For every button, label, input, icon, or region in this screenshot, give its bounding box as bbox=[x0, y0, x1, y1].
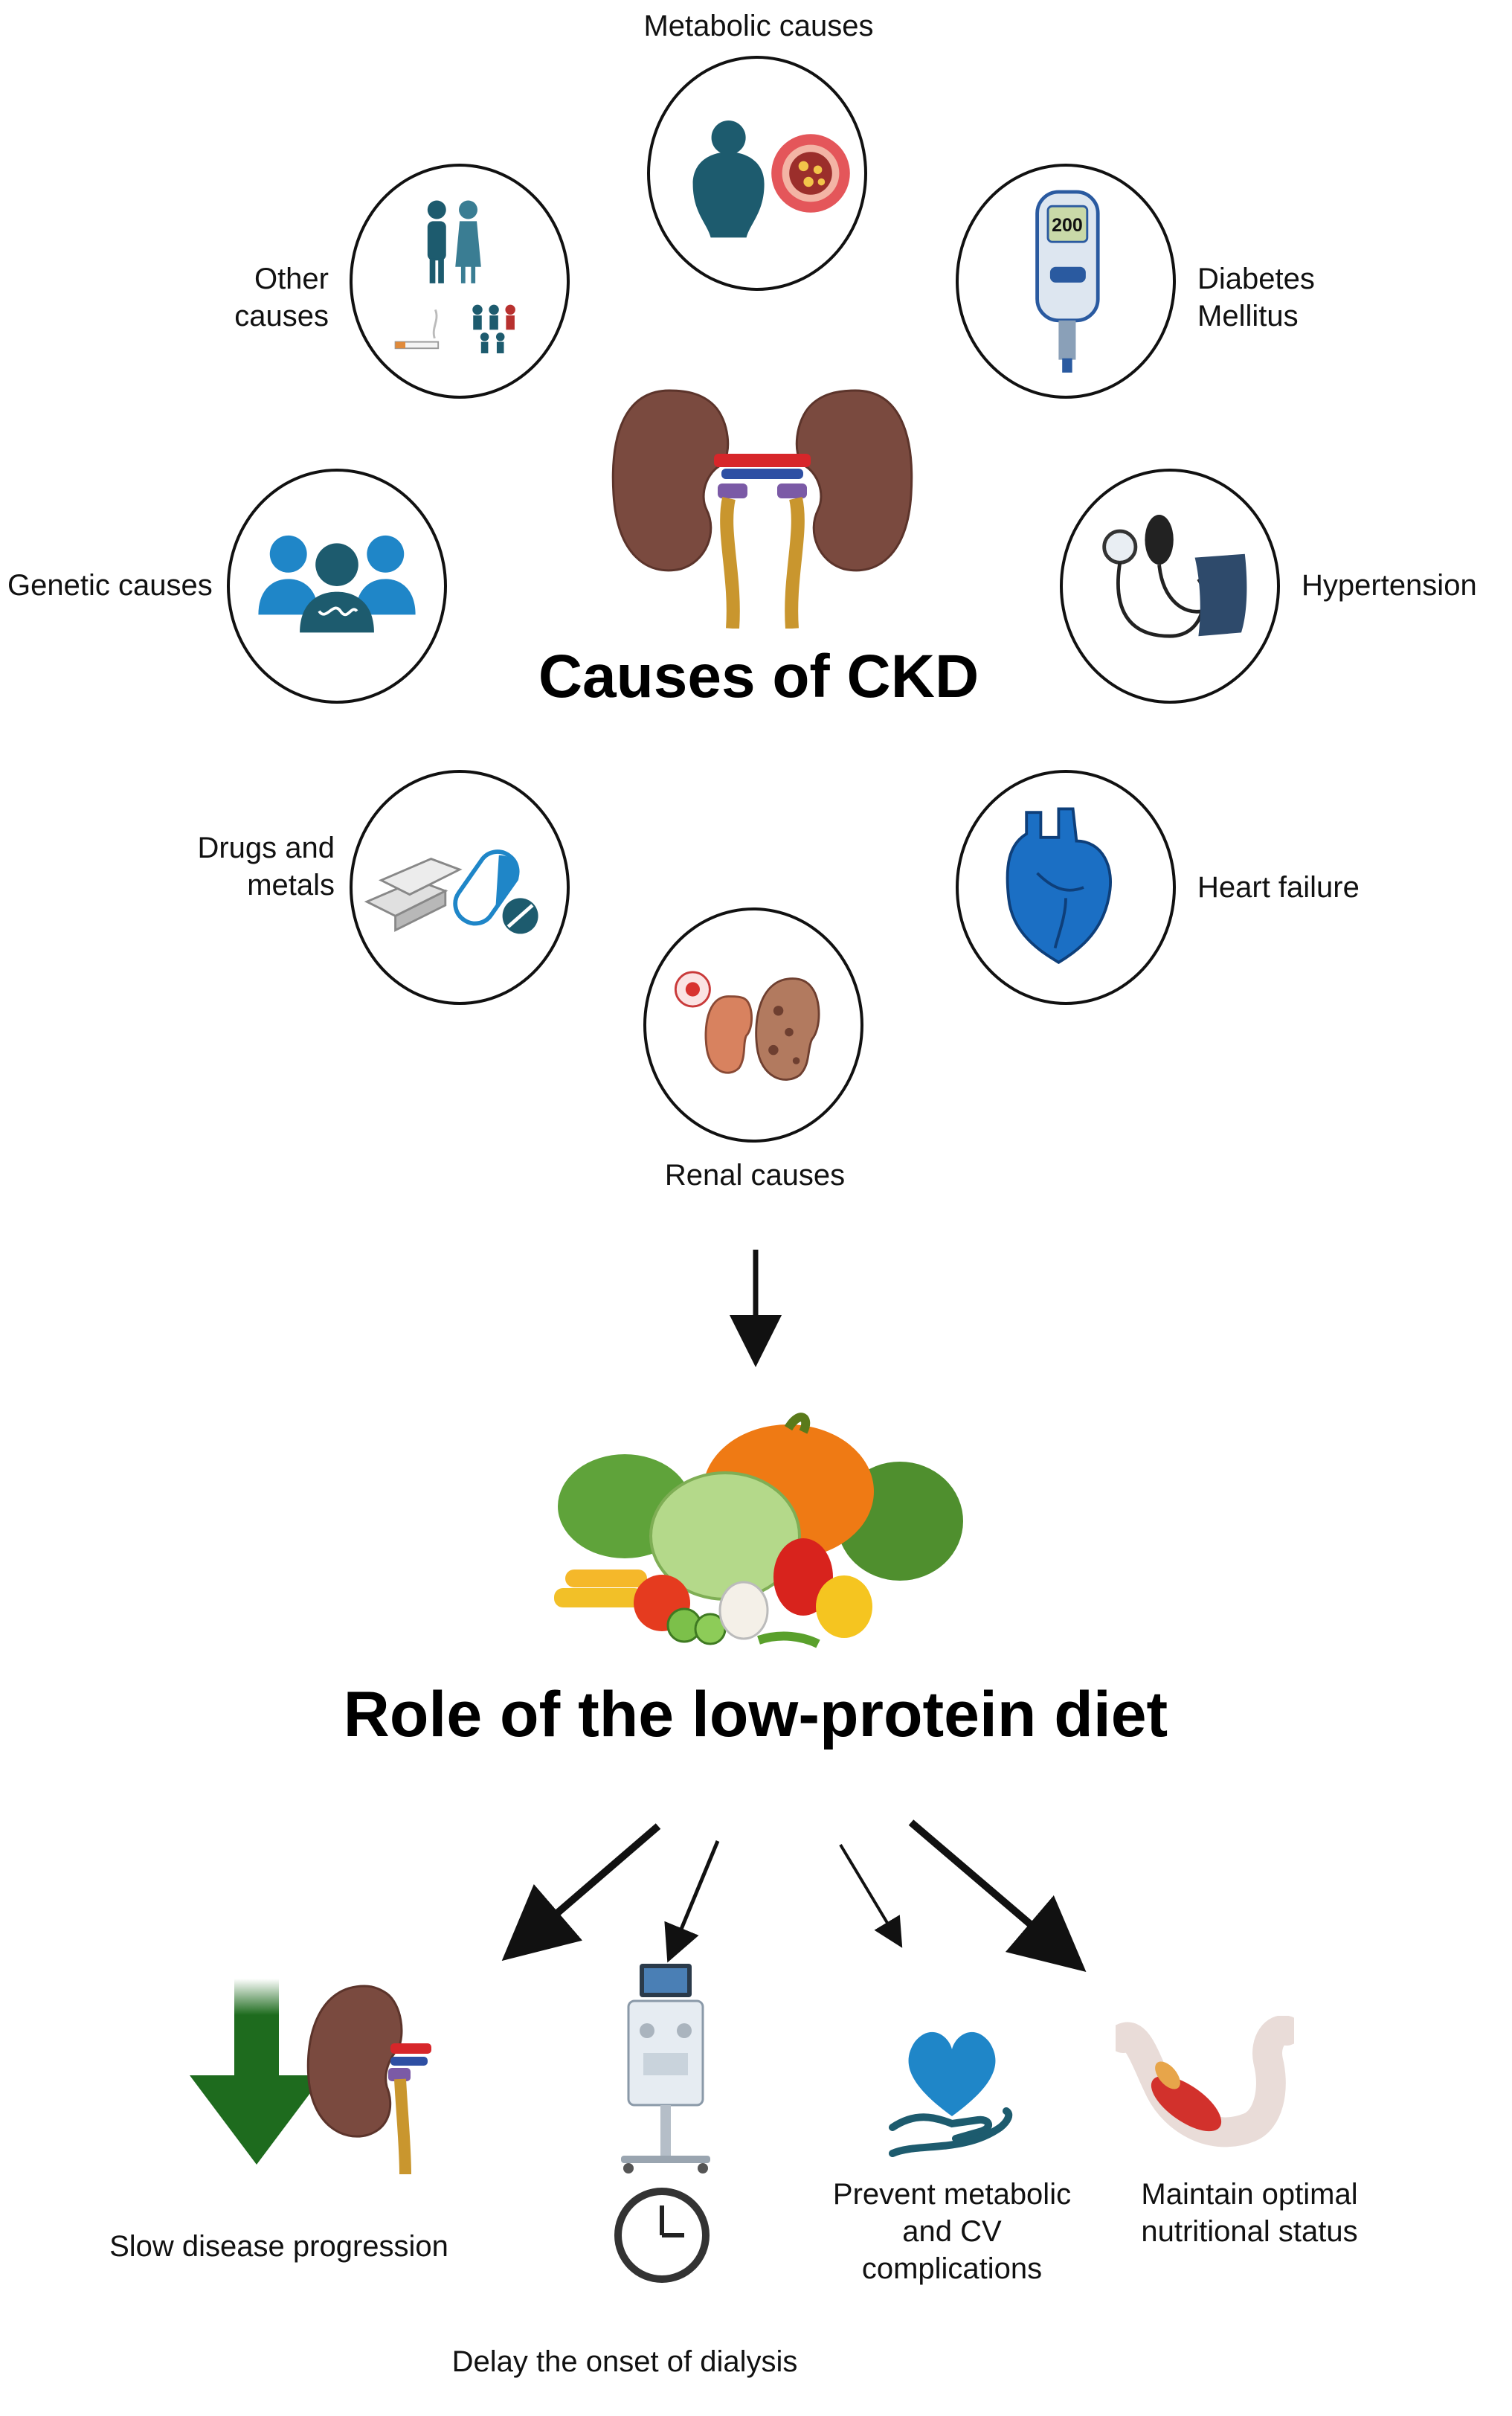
diabetes-circle: 200 bbox=[956, 164, 1176, 399]
label-drugs-metals: Drugs and metals bbox=[197, 832, 335, 902]
elderly-smoking-family-icon bbox=[394, 200, 515, 353]
label-heart-failure: Heart failure bbox=[1197, 871, 1360, 904]
label-hypertension: Hypertension bbox=[1302, 569, 1477, 602]
vegetables-illustration bbox=[554, 1413, 963, 1648]
metabolic-circle bbox=[647, 56, 867, 291]
obesity-icon bbox=[692, 120, 850, 238]
other-causes-circle bbox=[350, 164, 570, 399]
heart-in-hand-icon bbox=[889, 2031, 1013, 2157]
kidney-icon bbox=[306, 1985, 431, 2175]
hypertension-circle bbox=[1060, 469, 1280, 704]
center-title: Causes of CKD bbox=[538, 643, 979, 710]
kidneys-illustration bbox=[611, 389, 913, 629]
drugs-metals-circle bbox=[350, 770, 570, 1005]
arrow-to-prevent bbox=[839, 1843, 903, 1948]
arrow-to-maintain bbox=[908, 1819, 1087, 1972]
label-renal-causes: Renal causes bbox=[664, 1159, 846, 1192]
downward-arrow-icon bbox=[190, 1979, 324, 2165]
arrow-to-slow bbox=[501, 1823, 661, 1962]
label-genetic-causes: Genetic causes bbox=[7, 569, 213, 602]
label-other-causes: Other causes bbox=[234, 263, 329, 332]
diet-title: Role of the low-protein diet bbox=[343, 1679, 1168, 1750]
label-maintain-nutrition: Maintain optimal nutritional status bbox=[1141, 2178, 1358, 2248]
label-delay-dialysis: Delay the onset of dialysis bbox=[451, 2345, 798, 2378]
arrow-to-dialysis bbox=[664, 1840, 720, 1963]
family-dna-icon bbox=[258, 535, 416, 633]
renal-circle bbox=[643, 907, 863, 1143]
label-diabetes-mellitus: Diabetes Mellitus bbox=[1197, 263, 1315, 332]
glucometer-icon: 200 bbox=[1035, 190, 1100, 373]
flexed-arm-muscle-icon bbox=[1116, 2016, 1294, 2147]
clock-icon bbox=[614, 2188, 710, 2283]
diseased-kidney-icon bbox=[674, 971, 820, 1081]
glucometer-reading: 200 bbox=[1052, 215, 1083, 236]
metal-bars-and-pill-icon bbox=[364, 849, 538, 934]
label-prevent-complications: Prevent metabolic and CV complications bbox=[832, 2178, 1072, 2285]
label-slow-disease-progression: Slow disease progression bbox=[109, 2230, 448, 2263]
heart-failure-circle bbox=[956, 770, 1176, 1005]
dialysis-machine-icon bbox=[621, 1964, 710, 2174]
blood-pressure-cuff-icon bbox=[1102, 515, 1247, 638]
heart-icon bbox=[1006, 807, 1112, 965]
label-metabolic-causes: Metabolic causes bbox=[643, 10, 874, 42]
genetic-circle bbox=[227, 469, 447, 704]
